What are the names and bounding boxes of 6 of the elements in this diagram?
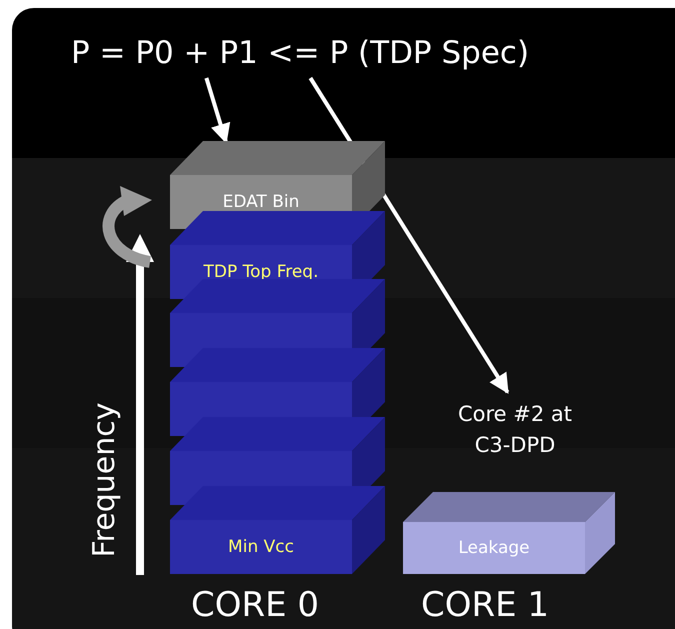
column-label: CORE 0 <box>190 584 320 627</box>
axis-label: Frequency <box>86 402 123 560</box>
annotation-text: Core #2 at C3-DPD <box>440 395 590 465</box>
column-label: CORE 1 <box>420 584 550 627</box>
arrow <box>204 77 230 144</box>
formula-text: P = P0 + P1 <= P (TDP Spec) <box>40 28 560 78</box>
